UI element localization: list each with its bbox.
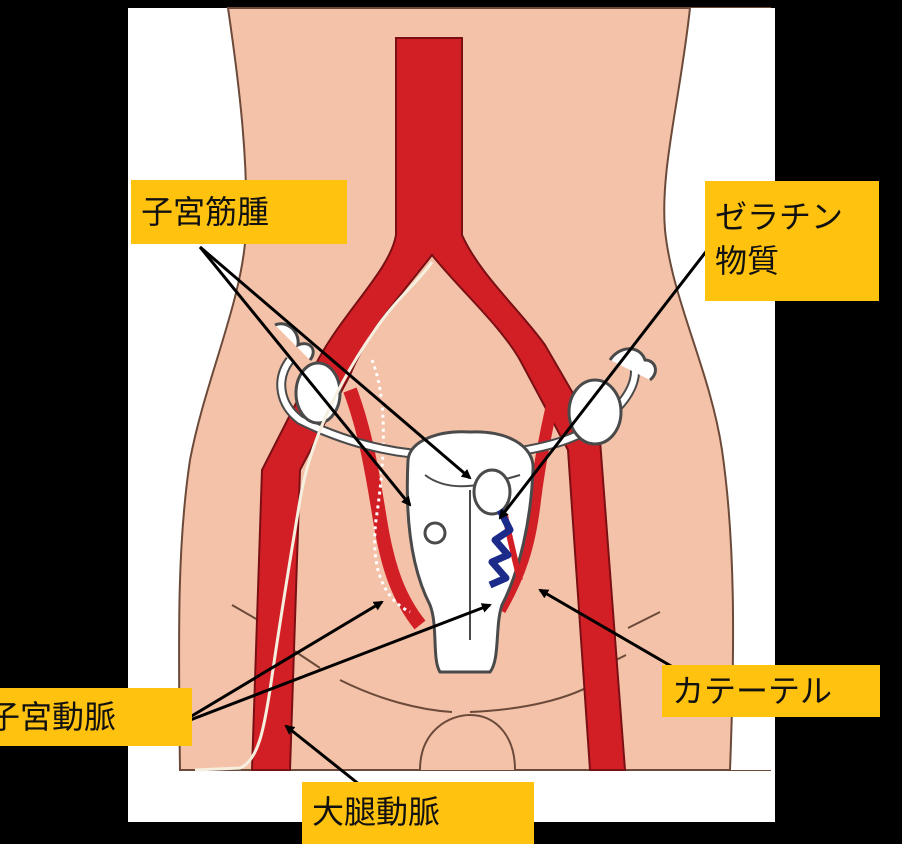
ovary-right — [569, 380, 621, 444]
fibroid-upper — [474, 470, 510, 514]
label-femoral-artery: 大腿動脈 — [302, 782, 534, 844]
label-catheter: カテーテル — [662, 665, 880, 717]
label-uterine-artery: 子宮動脈 — [0, 688, 192, 746]
label-myoma: 子宮筋腫 — [131, 180, 347, 244]
label-gelatin-substance: ゼラチン 物質 — [705, 181, 879, 301]
fibroid-lower — [425, 523, 445, 543]
